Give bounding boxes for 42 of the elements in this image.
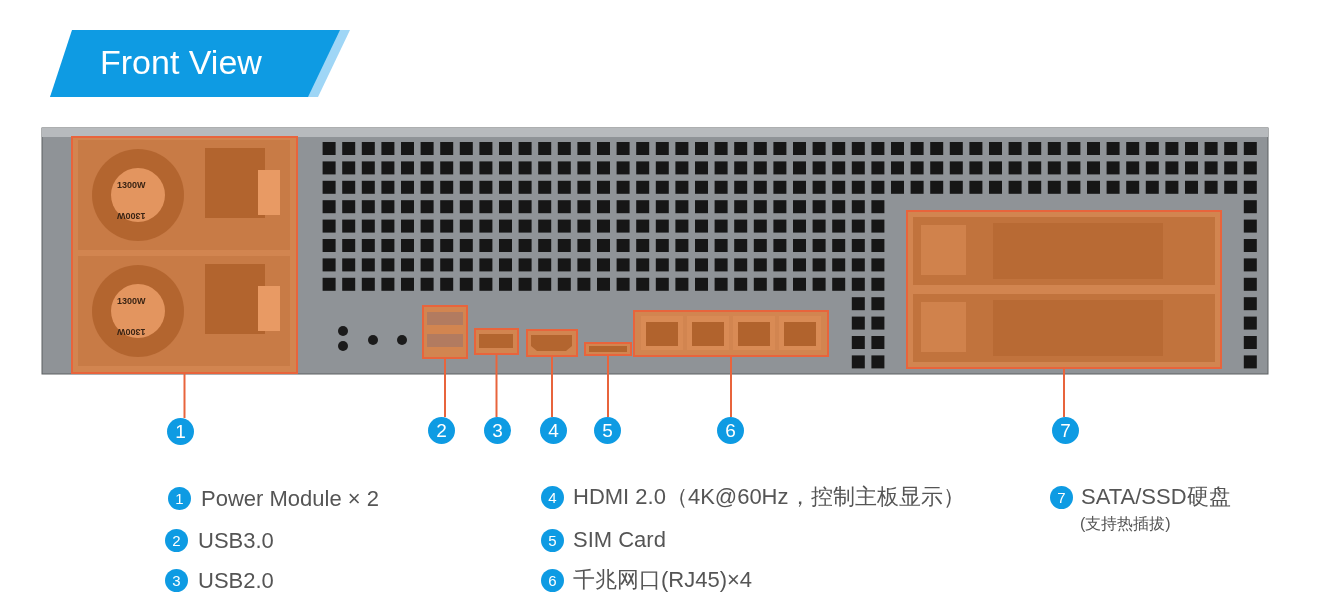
callout-number: 7 [1050, 486, 1073, 509]
leader-line [495, 354, 498, 418]
callout-number: 3 [165, 569, 188, 592]
legend-text: HDMI 2.0（4K@60Hz，控制主板显示） [573, 486, 965, 508]
legend-note: (支持热插拔) [1080, 516, 1171, 532]
callout-number: 3 [484, 417, 511, 444]
callout-number: 2 [165, 529, 188, 552]
leader-line [551, 356, 553, 418]
callout-number: 5 [594, 417, 621, 444]
wattage-label: 1300W [117, 181, 146, 190]
leader-line [607, 355, 609, 418]
highlight-frame [584, 342, 632, 356]
legend-text: Power Module × 2 [201, 488, 379, 510]
leader-line [183, 373, 186, 419]
highlight-frame [906, 210, 1222, 369]
highlight-frame [422, 305, 468, 359]
title-text: Front View [100, 43, 262, 82]
callout-number: 7 [1052, 417, 1079, 444]
title-banner [50, 30, 350, 97]
legend-text: SIM Card [573, 529, 666, 551]
leader-line [730, 356, 732, 418]
wattage-label: 1300W [117, 327, 146, 336]
legend-text: USB3.0 [198, 530, 274, 552]
callout-number: 1 [168, 487, 191, 510]
callout-number: 6 [717, 417, 744, 444]
highlight-frame [526, 329, 578, 357]
leader-line [444, 358, 446, 418]
callout-number: 4 [541, 486, 564, 509]
wattage-label: 1300W [117, 297, 146, 306]
legend-text: SATA/SSD硬盘 [1081, 486, 1231, 508]
wattage-label: 1300W [117, 211, 146, 220]
callout-number: 6 [541, 569, 564, 592]
callout-number: 4 [540, 417, 567, 444]
legend-text: 千兆网口(RJ45)×4 [573, 569, 753, 591]
callout-number: 1 [167, 418, 194, 445]
callout-number: 2 [428, 417, 455, 444]
highlight-frame [474, 328, 519, 355]
highlight-frame [71, 136, 298, 374]
leader-line [1063, 368, 1065, 418]
highlight-frame [633, 310, 829, 357]
callout-number: 5 [541, 529, 564, 552]
legend-text: USB2.0 [198, 570, 274, 592]
